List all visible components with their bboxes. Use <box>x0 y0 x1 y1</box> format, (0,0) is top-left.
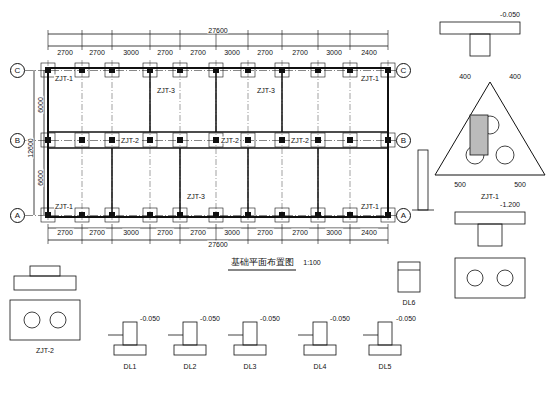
drawing-label: DL6 <box>402 299 417 306</box>
drawing-label: DL2 <box>183 363 198 370</box>
drawing-label: 2700 <box>156 49 174 56</box>
drawing-label: 3000 <box>122 229 140 236</box>
drawing-label: -1.200 <box>499 201 521 208</box>
drawing-label: 6000 <box>37 96 44 114</box>
drawing-label: 400 <box>508 73 522 80</box>
axis-bubble: C <box>10 63 25 78</box>
drawing-label: ZJT-1 <box>54 203 74 210</box>
axis-bubble: B <box>10 133 25 148</box>
drawing-label: 2700 <box>88 229 106 236</box>
drawing-label: ZJT-2 <box>290 137 310 144</box>
drawing-label: 2700 <box>256 229 274 236</box>
drawing-label: -0.050 <box>395 315 417 322</box>
drawing-label: -0.050 <box>259 315 281 322</box>
drawing-label: 3000 <box>223 229 241 236</box>
drawing-label: -0.050 <box>139 315 161 322</box>
axis-line <box>25 215 396 216</box>
drawing-label: 2700 <box>291 229 309 236</box>
axis-bubble: B <box>396 133 411 148</box>
drawing-label: DL1 <box>123 363 138 370</box>
drawing-label: 2700 <box>156 229 174 236</box>
drawing-label: ZJT-3 <box>186 193 206 200</box>
axis-bubble: C <box>396 63 411 78</box>
drawing-label: 2400 <box>360 229 378 236</box>
drawing-label: 2400 <box>360 49 378 56</box>
drawing-label: DL4 <box>313 363 328 370</box>
drawing-label: ZJT-2 <box>120 137 140 144</box>
drawing-label: 3000 <box>122 49 140 56</box>
drawing-label: 基础平面布置图 <box>230 258 295 267</box>
drawing-label: ZJT-1 <box>480 193 500 200</box>
drawing-label: ZJT-2 <box>35 347 55 354</box>
drawing-label: 2700 <box>56 229 74 236</box>
drawing-label: DL3 <box>243 363 258 370</box>
drawing-label: 2700 <box>256 49 274 56</box>
drawing-label: 3000 <box>325 49 343 56</box>
axis-line <box>25 140 396 141</box>
drawing-label: ZJT-1 <box>360 203 380 210</box>
axis-line <box>25 70 396 71</box>
drawing-label: 2700 <box>56 49 74 56</box>
axis-letter: B <box>401 136 406 145</box>
axis-letter: B <box>15 136 20 145</box>
drawing-label: 2700 <box>189 49 207 56</box>
drawing-label: ZJT-1 <box>54 75 74 82</box>
drawing-label: 500 <box>453 181 467 188</box>
drawing-label: ZJT-1 <box>360 75 380 82</box>
drawing-label: 3000 <box>325 229 343 236</box>
axis-bubble: A <box>396 208 411 223</box>
axis-bubble: A <box>10 208 25 223</box>
drawing-label: 27600 <box>207 27 228 34</box>
drawing-label: 6600 <box>37 169 44 187</box>
axis-letter: A <box>401 211 406 220</box>
drawing-label: ZJT-2 <box>220 137 240 144</box>
drawing-label: -0.050 <box>199 315 221 322</box>
drawing-label: -0.050 <box>499 11 521 18</box>
drawing-label: 500 <box>513 181 527 188</box>
axis-letter: C <box>401 66 407 75</box>
drawing-label: 2700 <box>189 229 207 236</box>
drawing-label: ZJT-3 <box>256 87 276 94</box>
drawing-label: 2700 <box>291 49 309 56</box>
drawing-label: -0.050 <box>329 315 351 322</box>
axis-letter: A <box>15 211 20 220</box>
drawing-label: 27600 <box>207 241 228 248</box>
drawing-label: 3000 <box>223 49 241 56</box>
drawing-label: 400 <box>458 73 472 80</box>
drawing-label: DL5 <box>378 363 393 370</box>
drawing-label: 2700 <box>88 49 106 56</box>
axis-letter: C <box>15 66 21 75</box>
drawing-label: ZJT-3 <box>156 87 176 94</box>
drawing-label: 12600 <box>27 137 34 158</box>
drawing-label: 1:100 <box>302 259 322 266</box>
